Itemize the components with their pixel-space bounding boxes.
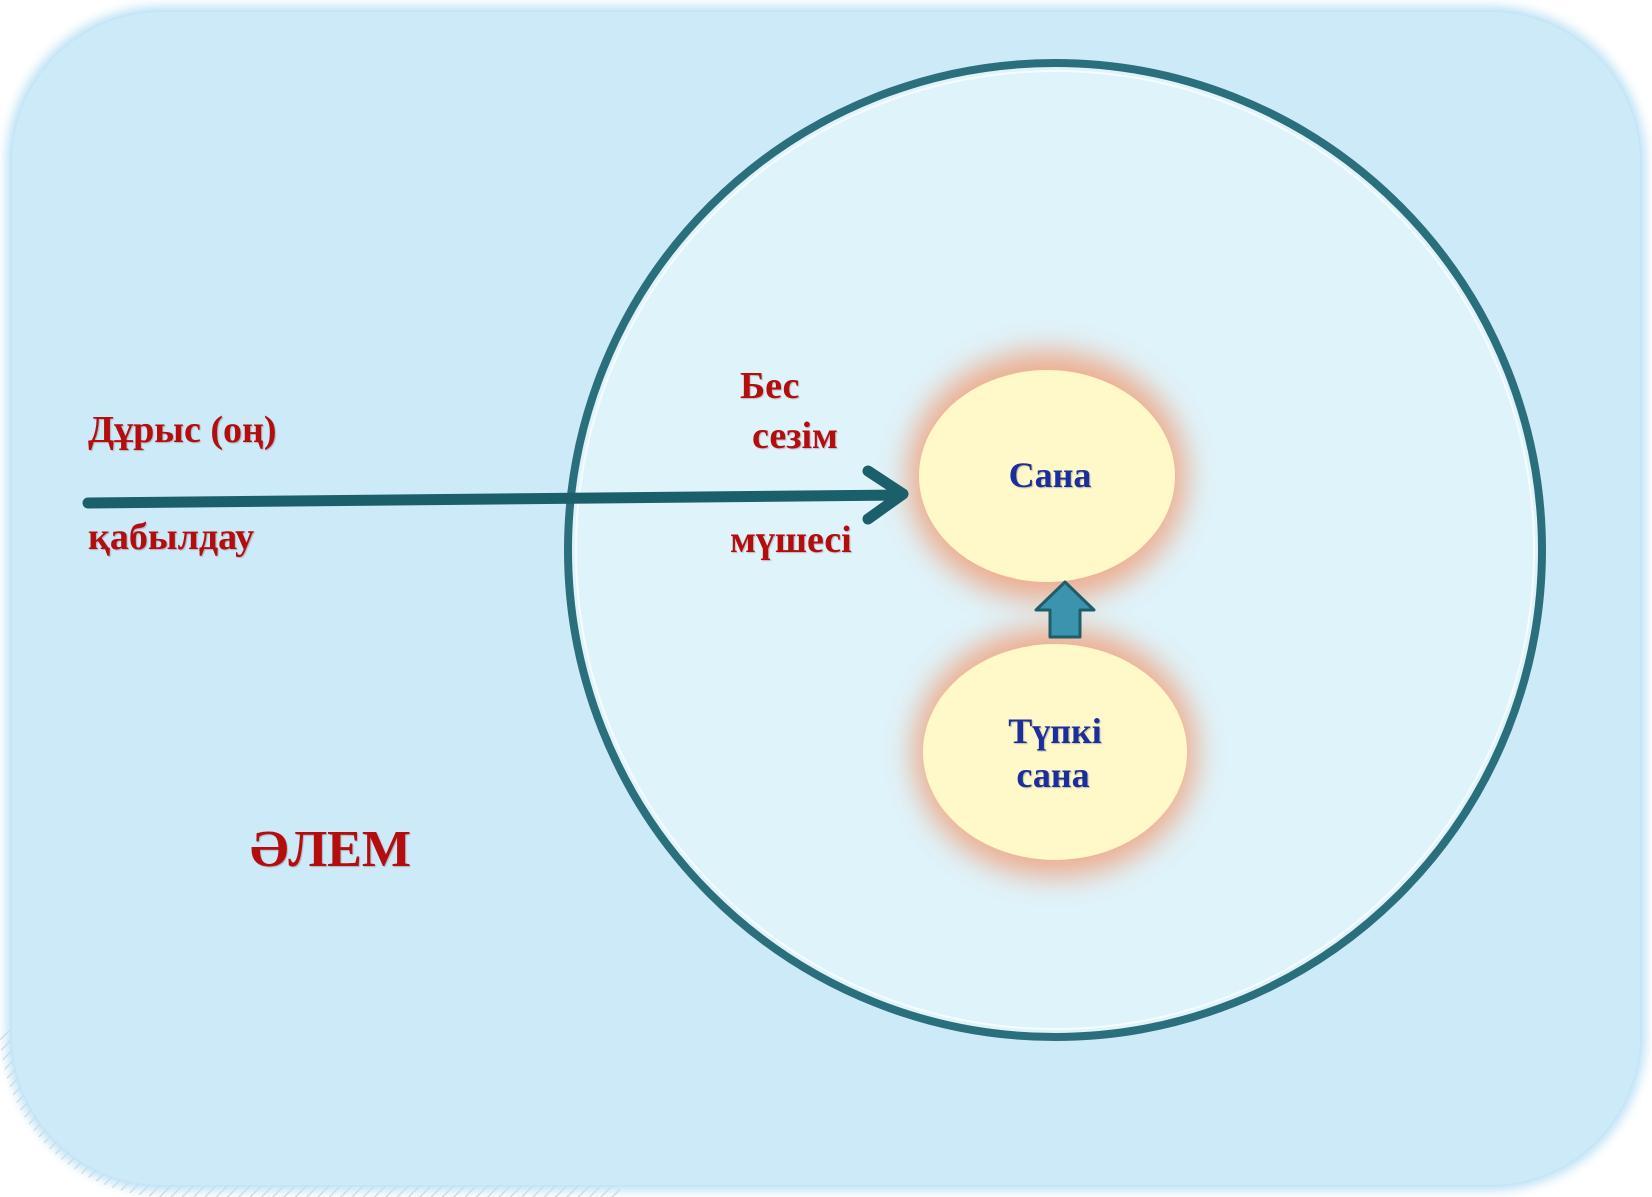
perception-arrow — [82, 465, 909, 525]
subconscious-label-line2: сана — [1016, 755, 1090, 795]
outer-circle-inner-ring — [575, 70, 1535, 1030]
world-label: ӘЛЕМ — [250, 821, 411, 878]
perception-label-line1: Дұрыс (оң) — [88, 409, 277, 451]
consciousness-node — [919, 370, 1175, 582]
perception-label-line2: қабылдау — [88, 516, 255, 558]
subconscious-node — [923, 644, 1187, 860]
consciousness-label: Сана — [1008, 455, 1092, 495]
senses-label-line2: сезім — [752, 415, 838, 457]
subconscious-label-line1: Түпкі — [1008, 711, 1102, 751]
senses-label-line1: Бес — [740, 365, 800, 407]
up-arrow-icon — [1034, 580, 1096, 639]
senses-label-line3: мүшесі — [730, 519, 852, 561]
